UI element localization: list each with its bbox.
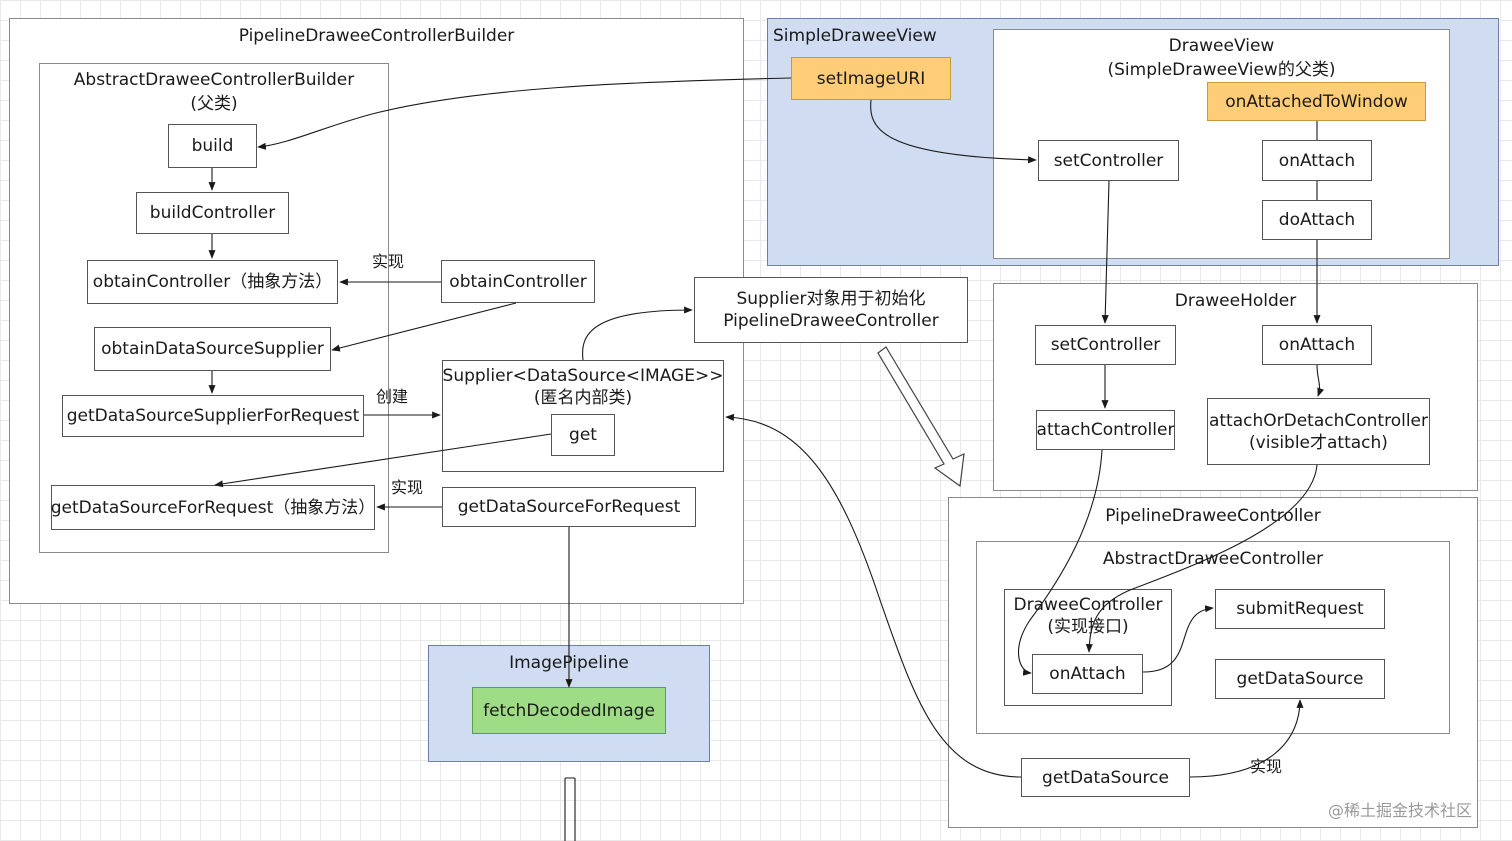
node-label: getDataSourceForRequest（抽象方法） <box>50 497 376 518</box>
node-label: buildController <box>149 203 276 223</box>
big-hollow-arrow <box>877 346 965 488</box>
group-title: PipelineDraweeController <box>1105 506 1321 526</box>
group-title: AbstractDraweeController <box>1102 549 1324 569</box>
node-label: attachOrDetachController <box>1208 410 1429 431</box>
node-label: onAttach <box>1278 150 1356 171</box>
do-attach-node[interactable]: doAttach <box>1262 200 1372 240</box>
attach-controller-node[interactable]: attachController <box>1036 410 1175 450</box>
group-subtitle: (SimpleDraweeView的父类) <box>1107 60 1336 80</box>
edge-setimageuri-to-build <box>257 77 792 150</box>
set-image-uri-node[interactable]: setImageURI <box>791 57 951 100</box>
node-label: onAttach <box>1049 664 1126 684</box>
group-title: PipelineDraweeControllerBuilder <box>238 26 515 46</box>
creates-label: 创建 <box>376 387 409 406</box>
implements-label: 实现 <box>391 478 424 497</box>
edge-holder-onattach-to-attachordetach <box>1316 364 1325 397</box>
group-title: AbstractDraweeControllerBuilder <box>73 70 355 90</box>
edge-get-to-getdatasourceforrequest <box>214 433 552 488</box>
group-title: SimpleDraweeView <box>773 26 937 46</box>
node-label: attachController <box>1036 420 1175 440</box>
supplier-note-node: Supplier对象用于初始化 PipelineDraweeController <box>694 277 968 343</box>
edge-attachcontroller-to-controller-onattach <box>1018 449 1103 676</box>
set-controller-holder-node[interactable]: setController <box>1035 325 1176 365</box>
on-attached-to-window-node[interactable]: onAttachedToWindow <box>1207 82 1426 121</box>
on-attach-view-node[interactable]: onAttach <box>1262 140 1372 181</box>
node-label: getDataSource <box>1236 669 1364 689</box>
obtain-controller-abstract-node[interactable]: obtainController（抽象方法） <box>87 260 338 304</box>
node-label: getDataSource <box>1042 767 1169 788</box>
build-controller-node[interactable]: buildController <box>136 192 289 234</box>
get-data-source-inner-node[interactable]: getDataSource <box>1215 659 1385 699</box>
node-label: getDataSourceSupplierForRequest <box>66 406 360 426</box>
node-label: DraweeController <box>1013 595 1163 615</box>
set-controller-view-node[interactable]: setController <box>1038 140 1179 181</box>
edge-getdatasource-to-supplier <box>725 413 1022 778</box>
on-attach-controller-node[interactable]: onAttach <box>1032 654 1143 694</box>
implements-label: 实现 <box>1250 757 1283 776</box>
node-label: obtainDataSourceSupplier <box>101 339 324 359</box>
build-node[interactable]: build <box>168 124 257 168</box>
node-label: submitRequest <box>1236 599 1364 619</box>
node-sublabel: (匿名内部类) <box>533 388 633 408</box>
edge-attachordetach-to-controller-onattach <box>1085 464 1318 653</box>
node-label: setController <box>1050 335 1161 355</box>
node-label: obtainController（抽象方法） <box>92 272 333 292</box>
obtain-data-source-supplier-node[interactable]: obtainDataSourceSupplier <box>94 327 331 371</box>
get-data-source-supplier-for-request-node[interactable]: getDataSourceSupplierForRequest <box>62 395 364 437</box>
node-label: setController <box>1053 150 1164 171</box>
edge-supplier-to-note <box>582 306 693 361</box>
group-subtitle: (父类) <box>190 94 238 114</box>
edge-bottom-connector <box>564 777 576 841</box>
edge-getdatasource-implements <box>1189 699 1304 778</box>
get-data-source-outer-node[interactable]: getDataSource <box>1021 758 1190 797</box>
submit-request-node[interactable]: submitRequest <box>1215 589 1385 629</box>
node-label: obtainController <box>449 271 587 292</box>
on-attach-holder-node[interactable]: onAttach <box>1262 325 1372 365</box>
fetch-decoded-image-node[interactable]: fetchDecodedImage <box>472 687 666 734</box>
edge-controller-onattach-to-submitrequest <box>1142 605 1214 673</box>
group-title: DraweeView <box>1168 36 1275 56</box>
edge-obtaincontroller-to-supplier <box>331 302 517 352</box>
node-label: onAttach <box>1278 335 1356 355</box>
node-sublabel: (visible才attach) <box>1249 432 1388 453</box>
node-label: fetchDecodedImage <box>483 700 655 721</box>
node-label: getDataSourceForRequest <box>457 497 681 517</box>
node-label: setImageURI <box>816 68 926 89</box>
get-node[interactable]: get <box>551 414 615 456</box>
abstract-drawee-controller-builder-group: AbstractDraweeControllerBuilder (父类) <box>39 63 389 553</box>
implements-label: 实现 <box>372 252 405 271</box>
node-label: doAttach <box>1278 210 1356 230</box>
group-title: DraweeHolder <box>1174 291 1297 311</box>
get-data-source-for-request-abstract-node[interactable]: getDataSourceForRequest（抽象方法） <box>51 485 375 530</box>
watermark: @稀土掘金技术社区 <box>1328 801 1473 820</box>
node-label: onAttachedToWindow <box>1225 91 1408 112</box>
node-label: get <box>569 425 597 445</box>
node-label: build <box>191 136 234 156</box>
edge-setimageuri-to-setcontroller <box>870 99 1037 164</box>
node-sublabel: PipelineDraweeController <box>723 311 939 331</box>
attach-or-detach-controller-node[interactable]: attachOrDetachController (visible才attach… <box>1207 398 1430 465</box>
get-data-source-for-request-node[interactable]: getDataSourceForRequest <box>442 487 696 527</box>
node-label: Supplier<DataSource<IMAGE>> <box>442 366 724 386</box>
obtain-controller-node[interactable]: obtainController <box>441 260 595 303</box>
edge-setcontroller-to-holder <box>1101 180 1110 324</box>
node-sublabel: (实现接口) <box>1047 617 1129 637</box>
node-label: Supplier对象用于初始化 <box>736 289 926 309</box>
